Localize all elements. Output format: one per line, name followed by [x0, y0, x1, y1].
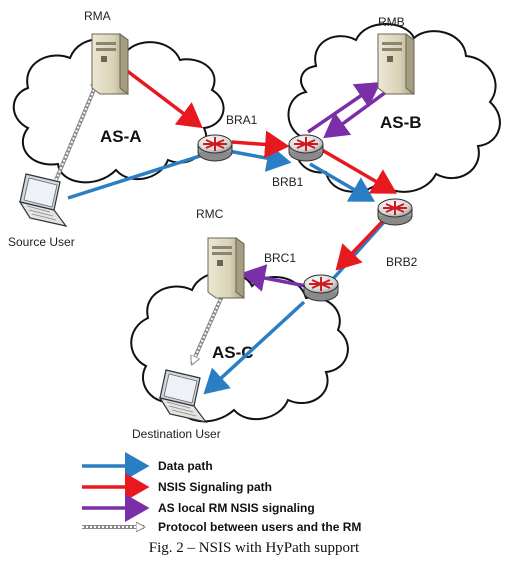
server-icon: [91, 33, 129, 95]
legend-protocol-label: Protocol between users and the RM: [158, 520, 361, 534]
local-rm-arrow-from-rmb: [323, 90, 388, 139]
protocol-arrow-source-rma: [54, 80, 98, 181]
router-icon: [197, 134, 233, 162]
data-path-segment-5: [203, 300, 306, 395]
local-rm-arrow-to-rmc: [240, 264, 307, 292]
nsis-path-segment-1: [116, 62, 203, 129]
protocol-arrow-rmc-destination: [192, 295, 224, 364]
nsis-path-segment-3: [321, 148, 398, 194]
local-rm-arrow-to-rmb: [307, 82, 381, 134]
router-icon: [303, 274, 339, 302]
legend-local-rm-label: AS local RM NSIS signaling: [158, 501, 315, 515]
router-brc1-label: BRC1: [264, 251, 296, 265]
data-path-segment-3: [309, 162, 376, 202]
legend-data-path-label: Data path: [158, 459, 213, 473]
nsis-path-segment-4: [335, 220, 384, 271]
destination-user-label: Destination User: [132, 427, 221, 441]
router-icon: [288, 134, 324, 162]
server-rmc-label: RMC: [196, 207, 224, 221]
router-brb2-label: BRB2: [386, 255, 418, 269]
source-user-label: Source User: [8, 235, 75, 249]
cloud-as-b-label: AS-B: [380, 113, 422, 132]
server-rma-label: RMA: [84, 9, 111, 23]
server-icon: [377, 33, 415, 95]
router-icon: [377, 198, 413, 226]
nsis-path-segment-2: [231, 130, 290, 159]
figure-caption: Fig. 2 – NSIS with HyPath support: [149, 540, 360, 556]
legend: Data path NSIS Signaling path AS local R…: [82, 452, 361, 534]
laptop-icon: [19, 173, 67, 227]
server-icon: [207, 237, 245, 299]
server-rmb-label: RMB: [378, 15, 405, 29]
data-path-segment-4: [330, 220, 386, 282]
router-brb1-label: BRB1: [272, 175, 304, 189]
legend-nsis-path-label: NSIS Signaling path: [158, 480, 272, 494]
data-path-segment-1: [67, 154, 201, 200]
router-bra1-label: BRA1: [226, 113, 258, 127]
cloud-as-a-label: AS-A: [100, 127, 142, 146]
